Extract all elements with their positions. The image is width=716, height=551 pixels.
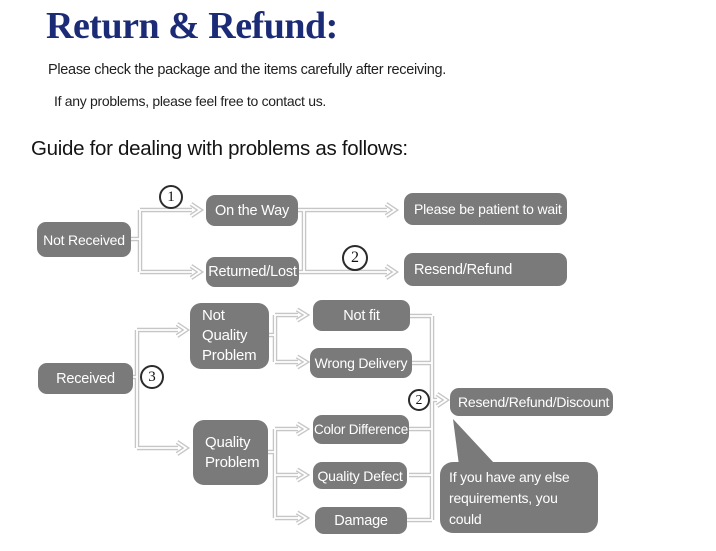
connector-quality-branch <box>268 426 298 521</box>
speech-bubble-line-3: also tell us! <box>449 532 517 548</box>
flow-node-be-patient: Please be patient to wait <box>404 193 567 225</box>
page-title: Return & Refund: <box>46 5 338 47</box>
flow-node-color-difference: Color Difference <box>313 415 409 444</box>
flow-node-not-fit: Not fit <box>313 300 410 331</box>
step-badge-1: 1 <box>159 185 183 209</box>
flow-node-damage: Damage <box>315 507 407 534</box>
speech-bubble-line-1: If you have any else <box>449 469 570 485</box>
flow-node-wrong-delivery: Wrong Delivery <box>310 348 412 378</box>
intro-line-1: Please check the package and the items c… <box>48 62 447 78</box>
step-badge-2-bottom: 2 <box>408 389 430 411</box>
step-badge-3: 3 <box>140 365 164 389</box>
flow-node-on-the-way: On the Way <box>206 195 298 226</box>
speech-bubble: If you have any else requirements, you c… <box>440 462 598 548</box>
flow-node-resend-refund-discount: Resend/Refund/Discount <box>450 388 613 416</box>
intro-line-2: If any problems, please feel free to con… <box>54 93 326 109</box>
step-badge-2-top: 2 <box>342 245 368 271</box>
flow-node-received: Received <box>38 363 133 394</box>
flow-node-returned-lost: Returned/Lost <box>206 257 299 287</box>
flow-node-quality-defect: Quality Defect <box>313 462 407 489</box>
guide-heading: Guide for dealing with problems as follo… <box>31 137 408 160</box>
connector-received-branch <box>133 327 178 451</box>
flow-node-resend-refund: Resend/Refund <box>404 253 567 286</box>
flow-node-not-received: Not Received <box>37 222 131 257</box>
connector-not-quality-branch <box>269 312 298 365</box>
flow-node-not-quality-problem: Not Quality Problem <box>190 303 269 369</box>
speech-bubble-line-2: requirements, you could <box>449 490 558 527</box>
flow-node-quality-problem: Quality Problem <box>193 420 268 485</box>
speech-bubble-tail <box>453 419 494 473</box>
flow-connectors-svg <box>130 202 494 526</box>
connector-pipes <box>130 202 451 526</box>
